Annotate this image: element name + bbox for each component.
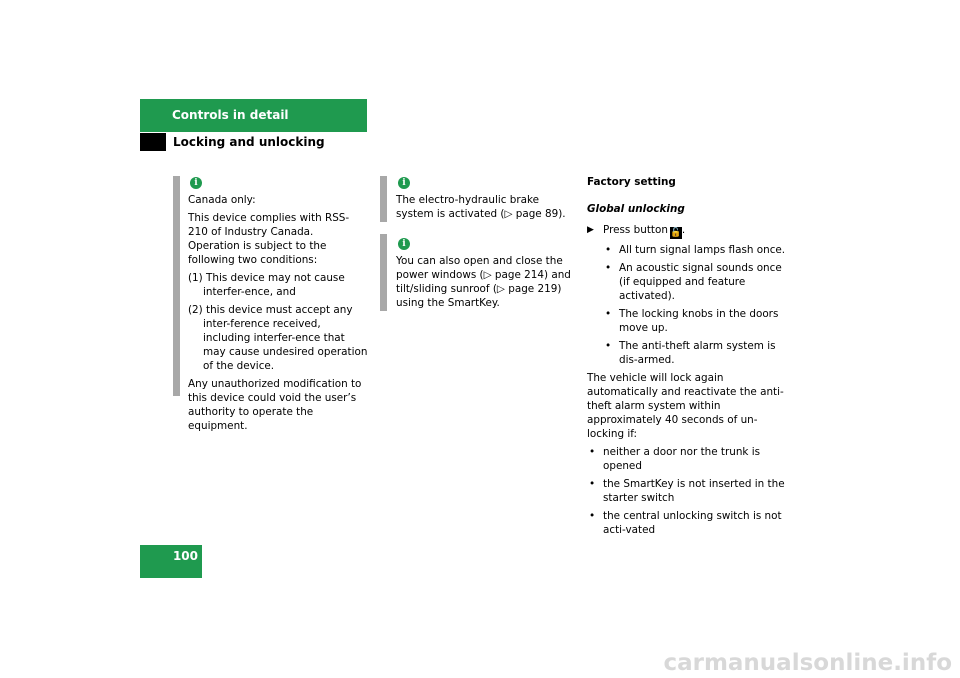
watermark: carmanualsonline.info bbox=[663, 650, 952, 676]
header-marker bbox=[140, 133, 166, 151]
info-box-1-bar bbox=[173, 176, 180, 396]
step-press-button: ▶ Press button🔓. bbox=[587, 223, 787, 239]
bullet-icon: • bbox=[605, 308, 612, 320]
list-item: • The anti-theft alarm system is dis-arme… bbox=[587, 339, 787, 367]
list-item: • neither a door nor the trunk is opened bbox=[587, 445, 787, 473]
bullet-icon: • bbox=[605, 244, 612, 256]
info-box-3-text: You can also open and close the power wi… bbox=[396, 255, 571, 309]
condition-text: neither a door nor the trunk is opened bbox=[603, 446, 761, 472]
info-icon: i bbox=[190, 177, 202, 189]
info-box-2-bar bbox=[380, 176, 387, 222]
info-icon: i bbox=[398, 238, 410, 250]
unlock-key-icon: 🔓 bbox=[669, 227, 682, 239]
step-text: Press button bbox=[603, 224, 668, 236]
result-text: The anti-theft alarm system is dis-armed… bbox=[619, 340, 776, 366]
bullet-icon: • bbox=[589, 478, 596, 490]
list-item: • the central unlocking switch is not act… bbox=[587, 509, 787, 537]
condition-text: the central unlocking switch is not acti… bbox=[603, 510, 782, 536]
section-title: Controls in detail bbox=[140, 99, 367, 132]
info-box-1-condition-1: (1) This device may not cause interfer-e… bbox=[188, 272, 345, 298]
relock-paragraph: The vehicle will lock again automaticall… bbox=[587, 372, 784, 440]
result-text: All turn signal lamps flash once. bbox=[619, 244, 786, 256]
result-text: An acoustic signal sounds once (if equip… bbox=[619, 262, 782, 302]
info-box-1: Canada only: This device complies with R… bbox=[188, 193, 368, 437]
list-item: • The locking knobs in the doors move up. bbox=[587, 307, 787, 335]
info-box-3-bar bbox=[380, 234, 387, 311]
condition-text: the SmartKey is not inserted in the star… bbox=[603, 478, 785, 504]
bullet-icon: • bbox=[605, 262, 612, 274]
info-box-1-condition-2: (2) this device must accept any inter-fe… bbox=[188, 304, 368, 372]
list-item: • the SmartKey is not inserted in the sta… bbox=[587, 477, 787, 505]
bullet-icon: • bbox=[589, 510, 596, 522]
info-icon: i bbox=[398, 177, 410, 189]
step-arrow-icon: ▶ bbox=[587, 225, 594, 235]
factory-setting-heading: Factory setting bbox=[587, 176, 676, 188]
info-box-2: The electro-hydraulic brake system is ac… bbox=[396, 193, 576, 225]
bullet-icon: • bbox=[589, 446, 596, 458]
subsection-title: Locking and unlocking bbox=[173, 135, 325, 149]
info-box-1-line-2: This device complies with RSS-210 of Ind… bbox=[188, 212, 350, 266]
info-box-3: You can also open and close the power wi… bbox=[396, 254, 576, 314]
list-item: • An acoustic signal sounds once (if equi… bbox=[587, 261, 787, 303]
info-box-1-line-3: Any unauthorized modification to this de… bbox=[188, 378, 362, 432]
bullet-icon: • bbox=[605, 340, 612, 352]
info-box-1-line-1: Canada only: bbox=[188, 194, 256, 206]
result-text: The locking knobs in the doors move up. bbox=[619, 308, 779, 334]
global-unlocking-subheading: Global unlocking bbox=[587, 203, 685, 215]
step-end: . bbox=[681, 224, 686, 236]
info-box-2-text: The electro-hydraulic brake system is ac… bbox=[396, 194, 566, 220]
page-number: 100 bbox=[140, 545, 202, 578]
right-column: Factory setting Global unlocking ▶ Press… bbox=[587, 175, 787, 541]
list-item: • All turn signal lamps flash once. bbox=[587, 243, 787, 257]
